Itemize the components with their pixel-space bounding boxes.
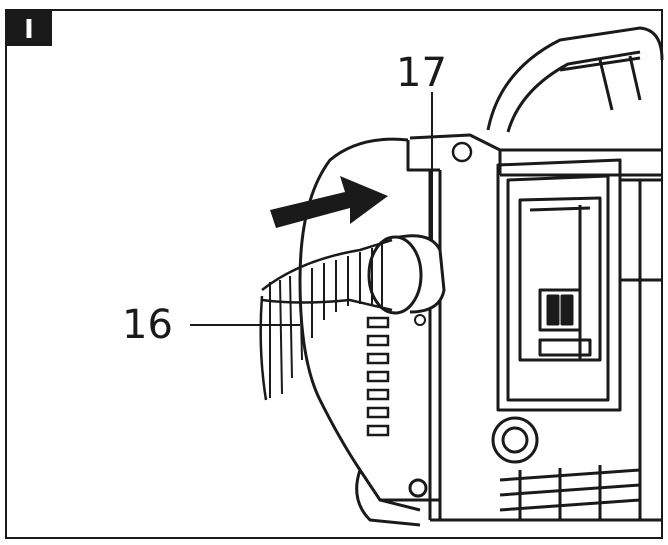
figure-frame [5,9,663,539]
vacuum-hose [259,238,393,401]
callout-17-label: 17 [396,50,447,96]
machine-body [298,26,664,527]
insert-direction-arrow [270,176,388,228]
figure-badge: I [6,10,52,46]
callout-16-label: 16 [122,302,173,348]
dust-port [367,234,446,315]
upper-recess [451,141,473,163]
mounting-screw [414,314,426,326]
figure-badge-label: I [24,15,34,45]
callout-16: 16 [122,302,300,348]
vent-slats [366,316,390,437]
callout-17: 17 [396,50,447,240]
